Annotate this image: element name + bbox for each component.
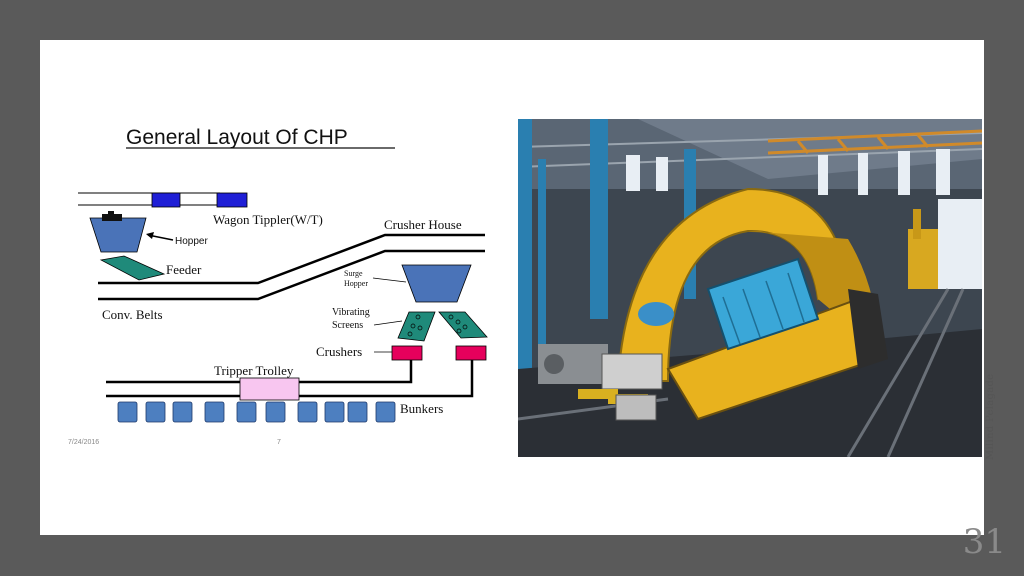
bunker-6 xyxy=(265,401,286,423)
slide: General Layout Of CHP Wagon Tippler(W/T)… xyxy=(40,40,996,535)
crusher-left-feed-line xyxy=(106,360,413,384)
bunker-9 xyxy=(347,401,368,423)
label-crushers: Crushers xyxy=(316,344,362,359)
bunker-4 xyxy=(204,401,225,423)
wagon-tippler-illustration xyxy=(518,119,982,457)
conveyor-belt-lower xyxy=(98,249,485,301)
label-surge-hopper: Hopper xyxy=(344,279,368,288)
screen-holes xyxy=(407,314,468,337)
crusher-left xyxy=(391,345,423,361)
bunker-5 xyxy=(236,401,257,423)
bunker-3 xyxy=(172,401,193,423)
surge-pointer xyxy=(372,277,407,283)
hopper-arrowhead xyxy=(146,232,154,239)
bunker-1 xyxy=(117,401,138,423)
label-tripper-trolley: Tripper Trolley xyxy=(214,363,294,378)
wagon-right xyxy=(216,192,248,208)
side-author-text: Milind Pelagade xyxy=(985,373,996,460)
hopper-top-mark xyxy=(102,214,122,221)
hopper-shape xyxy=(89,217,147,253)
wagon-left xyxy=(151,192,181,208)
label-bunkers: Bunkers xyxy=(400,401,443,416)
bunker-10 xyxy=(375,401,396,423)
crusher-right xyxy=(455,345,487,361)
label-vibrating: Vibrating xyxy=(332,307,370,318)
footer-page: 7 xyxy=(277,439,281,446)
label-conv-belts: Conv. Belts xyxy=(102,307,163,322)
crusher-right-feed-line xyxy=(106,360,474,398)
label-screens: Screens xyxy=(332,320,363,331)
label-crusher-house: Crusher House xyxy=(384,217,462,232)
vibrating-screen-left xyxy=(397,311,436,342)
conveyor-belt-upper xyxy=(98,233,485,285)
bunker-7 xyxy=(297,401,318,423)
chp-layout-diagram: General Layout Of CHP Wagon Tippler(W/T)… xyxy=(68,126,488,446)
label-hopper: Hopper xyxy=(175,236,208,247)
hopper-top-mark-2 xyxy=(108,211,114,215)
surge-hopper-shape xyxy=(401,264,472,303)
wagon-tippler-photo xyxy=(518,119,982,457)
label-surge: Surge xyxy=(344,269,363,278)
tripper-trolley xyxy=(239,377,300,401)
screens-pointer xyxy=(373,320,403,326)
label-feeder: Feeder xyxy=(166,262,202,277)
bunkers xyxy=(117,401,396,423)
slide-title: General Layout Of CHP xyxy=(126,126,348,149)
feeder-shape xyxy=(99,255,166,281)
bunker-8 xyxy=(324,401,345,423)
footer-date: 7/24/2016 xyxy=(68,439,99,446)
vibrating-screen-right xyxy=(438,311,488,339)
label-wagon-tippler: Wagon Tippler(W/T) xyxy=(213,212,323,227)
slide-page-number: 31 xyxy=(962,522,1006,562)
bunker-2 xyxy=(145,401,166,423)
